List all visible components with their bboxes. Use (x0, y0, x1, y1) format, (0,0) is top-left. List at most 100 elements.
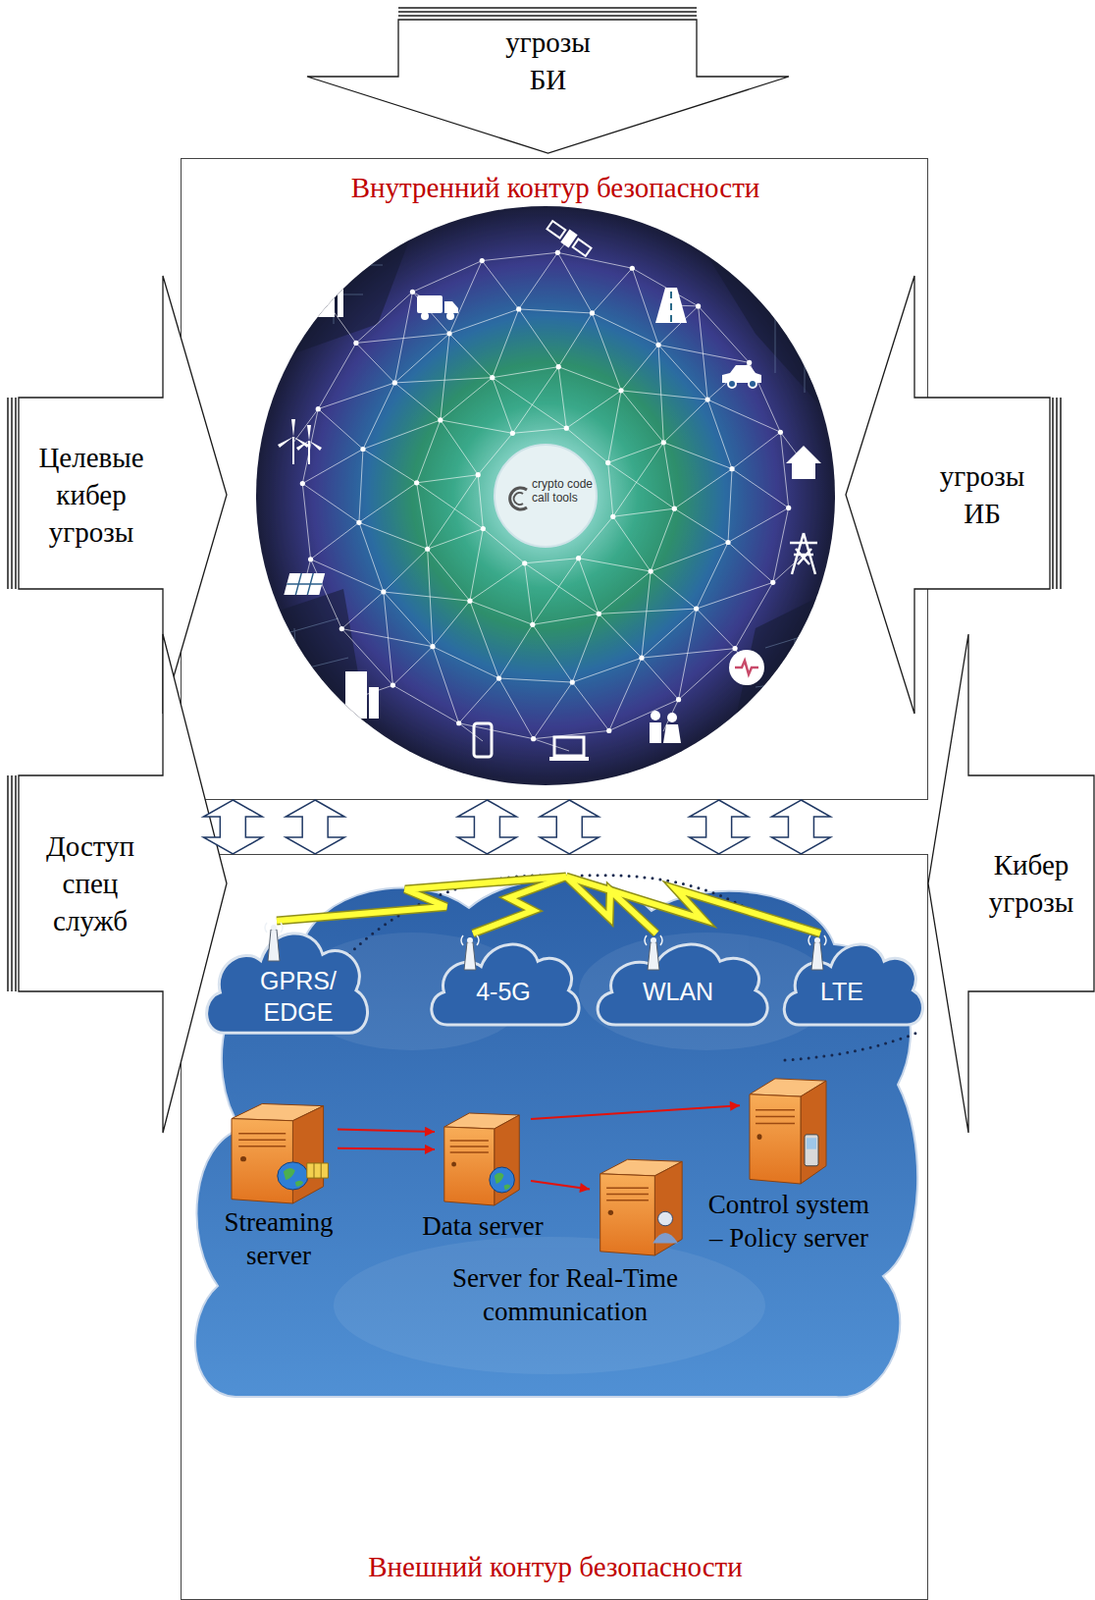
server-node-shape-part-part (755, 1109, 795, 1124)
network-cloud: 4-5G (422, 928, 585, 1032)
network-dot (392, 379, 398, 385)
radio-bolt (566, 876, 657, 934)
network-link (417, 474, 479, 483)
network-dot (695, 303, 701, 309)
network-link (302, 483, 311, 560)
network-link (449, 333, 493, 378)
network-circle: crypto code call tools (257, 207, 836, 786)
network-link (658, 344, 750, 363)
iot-icons-part-part (283, 573, 325, 595)
network-link (734, 581, 774, 648)
antenna (264, 922, 283, 961)
network-link (427, 548, 433, 646)
network-dot (424, 546, 430, 552)
iot-icons-part (473, 723, 492, 757)
data-flow-arrow (530, 1180, 590, 1189)
network-link (598, 613, 642, 658)
cloud-shading-part (333, 1236, 766, 1374)
network-link (498, 677, 533, 739)
outer-contour-box: Внешний контур безопасностиGPRS/ EDGE4-5… (180, 853, 929, 1600)
network-link (469, 600, 533, 625)
antenna-part (264, 922, 283, 933)
link-arrow (771, 799, 831, 854)
network-dot (746, 360, 752, 365)
iot-icons-part-part (318, 268, 327, 277)
network-dot (770, 579, 776, 585)
server-node-shape-part-part (231, 1118, 293, 1203)
network-link (608, 390, 622, 464)
server-node-shape-part-part (450, 1140, 489, 1152)
network-dot (356, 520, 362, 525)
network-dot (467, 598, 472, 604)
logo-text: crypto code call tools (531, 476, 595, 505)
network-link (481, 260, 519, 310)
network-link (440, 419, 478, 475)
server-node-shape-part-part (600, 1173, 656, 1255)
network-link (492, 309, 520, 378)
network-link (566, 390, 622, 428)
network-dot (410, 289, 416, 295)
network-dot (596, 611, 602, 617)
iot-icons-part-part (420, 312, 429, 320)
building-windows-part (745, 627, 830, 776)
network-dot (661, 439, 667, 445)
iot-icons-part (785, 445, 822, 479)
network-link (658, 344, 664, 442)
cloud-outline (431, 943, 579, 1025)
block-arrow (845, 275, 1050, 714)
iot-icons-part-part (417, 295, 443, 313)
iot-icons-part-part (283, 573, 325, 595)
radio-bolt (566, 876, 821, 934)
server-node-shape-part-part (494, 1172, 512, 1190)
network-link (780, 431, 788, 508)
network-link (696, 581, 774, 609)
network-link (674, 508, 729, 542)
arrow-tail-line (1059, 397, 1062, 589)
antenna-part (461, 935, 479, 945)
server-node-shape-part-part (451, 1161, 457, 1167)
network-dot (446, 330, 452, 336)
iot-icons-part (277, 418, 322, 465)
iot-icons-part-part (649, 722, 662, 743)
network-link (359, 448, 364, 522)
network-link (341, 628, 433, 647)
iot-icons-part (722, 365, 762, 388)
network-dot (456, 720, 462, 726)
network-link (302, 483, 360, 523)
network-dot (437, 417, 443, 422)
network-dot (360, 446, 365, 452)
network-dot (475, 471, 481, 477)
network-link (773, 507, 789, 582)
network-link (621, 344, 659, 391)
network-mesh (293, 238, 804, 751)
network-link (663, 442, 675, 509)
network-dot (605, 460, 611, 466)
network-link (469, 528, 483, 602)
arrow-tail-line (1051, 397, 1054, 589)
network-link (363, 448, 418, 482)
arrow-tail-line (1055, 397, 1058, 589)
network-link (383, 548, 428, 592)
server-node-shape (434, 1106, 531, 1205)
iot-icons-part-part (546, 220, 566, 238)
arrow-label: Доступ спец служб (36, 827, 145, 939)
network-link (519, 252, 559, 310)
network-dot (648, 568, 654, 574)
network-link (621, 390, 708, 400)
iot-icons-part-part (663, 724, 681, 743)
network-link (731, 469, 789, 509)
network-dot (414, 479, 419, 485)
server-node-shape (739, 1071, 838, 1184)
network-link (417, 482, 428, 549)
building-windows-part (274, 215, 393, 344)
iot-icons-part (303, 268, 344, 317)
antenna-part (647, 941, 660, 970)
network-link (363, 419, 441, 450)
network-link (383, 591, 470, 601)
arrow-label: Кибер угрозы (977, 845, 1086, 921)
building-windows-part (269, 618, 359, 776)
building-silhouettes (256, 206, 835, 785)
network-link (696, 608, 735, 649)
network-link (532, 624, 573, 682)
server-node-shape-part (600, 1158, 682, 1255)
